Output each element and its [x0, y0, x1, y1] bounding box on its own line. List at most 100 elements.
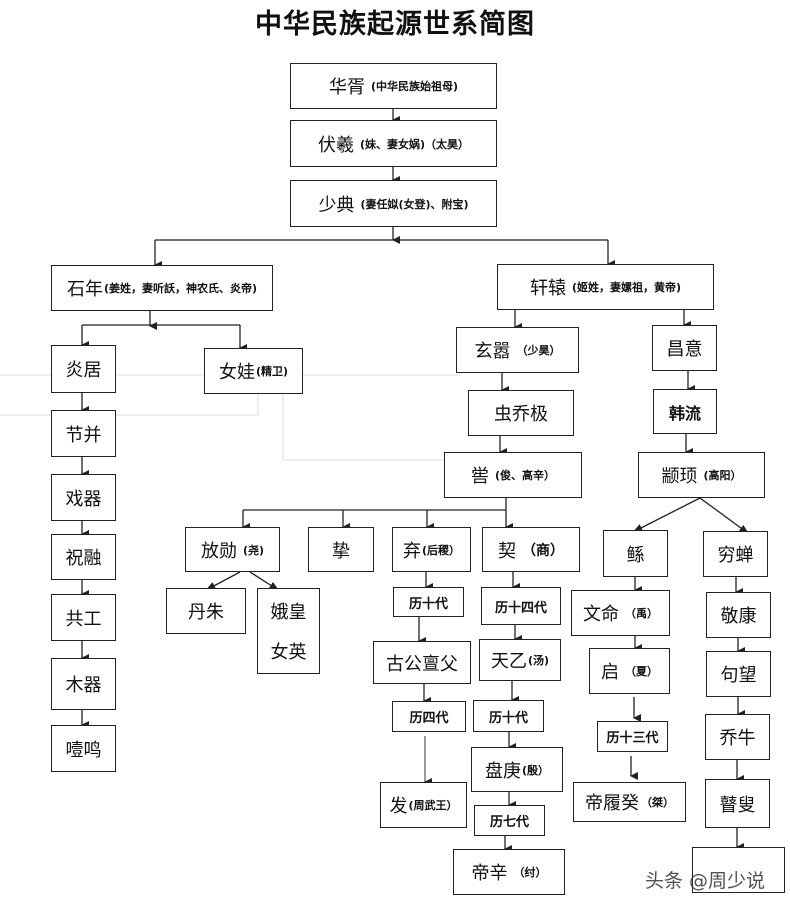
node-note: （商）: [522, 542, 564, 559]
node-obscured: [692, 847, 785, 893]
node-note: （纣）: [513, 866, 547, 879]
node-name: 天乙: [490, 651, 527, 672]
node-shaodian: 少典 (妻任姒(女登)、附宝): [290, 180, 497, 227]
node-name: 节并: [65, 424, 102, 446]
node-zhi: 挚: [308, 527, 374, 572]
diagram-title: 中华民族起源世系简图: [255, 9, 535, 40]
node-gugong: 古公亶父: [373, 641, 471, 684]
node-name: 帝履癸: [585, 793, 639, 814]
node-dixin: 帝辛 （纣）: [453, 849, 565, 895]
node-name: 历十四代: [494, 600, 547, 616]
node-name: 瞽叟: [719, 794, 756, 816]
node-muqi: 木器: [51, 658, 116, 710]
node-jiaoji: 虫乔极: [468, 390, 574, 436]
node-yeming: 噎鸣: [51, 725, 116, 772]
node-name: 祝融: [65, 548, 102, 569]
node-yanju: 炎居: [51, 345, 116, 393]
node-xuanxiao: 玄嚣 （少昊）: [456, 327, 579, 373]
node-ku: 喾 (俊、高辛）: [444, 452, 582, 498]
node-name: 穷蝉: [717, 545, 754, 566]
node-note: (妻任姒(女登)、附宝): [360, 197, 469, 211]
node-name: 历四代: [409, 711, 449, 726]
node-nuwa: 女娃(精卫): [204, 348, 303, 394]
node-ehuang-nuying: 娥皇女英: [257, 588, 320, 674]
node-jiebing: 节并: [51, 410, 116, 457]
node-qiongchan: 穷蝉: [703, 531, 768, 577]
node-name: 古公亶父: [386, 653, 458, 675]
node-gun: 鲧: [603, 530, 668, 577]
node-fangxun: 放勋 (尧): [185, 527, 280, 572]
node-name: 娥皇: [270, 602, 307, 623]
node-name: 历十三代: [606, 731, 659, 746]
node-name: 历十代: [488, 710, 528, 726]
node-name: 虫乔极: [494, 404, 548, 425]
node-name: 少典: [318, 194, 355, 216]
node-note: (姬姓，妻嫘祖，黄帝): [571, 281, 682, 294]
node-name: 句望: [720, 665, 757, 686]
node-name: 伏羲: [317, 134, 354, 156]
node-tianyi: 天乙(汤): [479, 639, 561, 681]
node-juwang: 句望: [706, 651, 771, 697]
node-lugui: 帝履癸（桀）: [573, 782, 686, 822]
node-name: 石年: [66, 279, 103, 300]
node-name: 放勋: [200, 540, 237, 562]
node-name: 玄嚣: [474, 341, 511, 362]
node-pangeng: 盘庚(殷）: [471, 747, 563, 792]
node-name-2: 女英: [270, 642, 307, 663]
node-name: 历七代: [489, 815, 529, 830]
node-gen7: 历七代: [474, 805, 545, 836]
node-fuxi: 伏羲(妹、妻女娲)（太昊）: [290, 120, 497, 167]
node-hanliu: 韩流: [653, 389, 717, 434]
node-name: 盘庚: [484, 760, 521, 782]
node-wenming: 文命 （禹）: [571, 590, 670, 636]
node-gusou: 瞽叟: [705, 779, 770, 828]
watermark: 头条 @周少说: [645, 870, 766, 892]
node-gen13: 历十三代: [597, 721, 668, 752]
node-xie: 契（商）: [482, 527, 580, 572]
node-name: 噎鸣: [65, 739, 102, 761]
node-name: 颛顼: [661, 466, 698, 487]
node-jingkang: 敬康: [706, 592, 771, 638]
node-name: 乔牛: [719, 728, 756, 749]
node-huaxu: 华胥(中华民族始祖母): [290, 63, 497, 109]
node-name: 弃: [402, 540, 421, 562]
node-name: 共工: [65, 608, 102, 630]
node-note: (高阳）: [703, 469, 742, 482]
node-note: (尧): [242, 543, 265, 557]
node-name: 鲧: [626, 544, 645, 566]
node-fa: 发(周武王）: [380, 782, 467, 828]
node-changyi: 昌意: [652, 325, 717, 371]
node-name: 历十代: [408, 596, 448, 612]
node-note: （禹）: [625, 607, 658, 620]
node-name: 戏器: [65, 488, 102, 510]
node-name: 敬康: [720, 606, 757, 627]
node-name: 帝辛: [471, 863, 508, 884]
node-note: (姜姓，妻听訞，神农氏、炎帝): [103, 282, 258, 295]
node-name: 轩辕: [529, 278, 566, 299]
node-name: 韩流: [668, 403, 701, 423]
node-note: （桀）: [641, 796, 674, 809]
node-name: 炎居: [65, 360, 102, 381]
node-note: (俊、高辛）: [494, 469, 556, 482]
node-name: 挚: [332, 540, 350, 562]
node-shinian: 石年(姜姓，妻听訞，神农氏、炎帝): [51, 265, 273, 311]
node-name: 昌意: [666, 339, 703, 360]
node-gen14: 历十四代: [481, 587, 561, 625]
node-note: （少昊）: [516, 344, 561, 357]
node-qi-houji: 弃(后稷）: [392, 527, 471, 572]
node-name: 喾: [470, 466, 489, 487]
node-gen10b: 历十代: [473, 700, 544, 732]
node-name: 木器: [65, 675, 102, 696]
node-zhuanxu: 颛顼 (高阳）: [638, 452, 765, 498]
node-xuanyuan: 轩辕 (姬姓，妻嫘祖，黄帝): [497, 264, 714, 310]
node-qiaoniu: 乔牛: [705, 714, 770, 760]
node-qi-xia: 启（夏）: [589, 648, 670, 694]
node-name: 文命: [583, 604, 619, 625]
node-name: 发: [389, 796, 408, 817]
node-note: (殷）: [521, 763, 550, 777]
node-gonggong: 共工: [51, 594, 116, 641]
node-name: 启: [601, 662, 619, 683]
node-note: (后稷）: [421, 543, 461, 557]
node-note: (中华民族始祖母): [370, 80, 459, 93]
